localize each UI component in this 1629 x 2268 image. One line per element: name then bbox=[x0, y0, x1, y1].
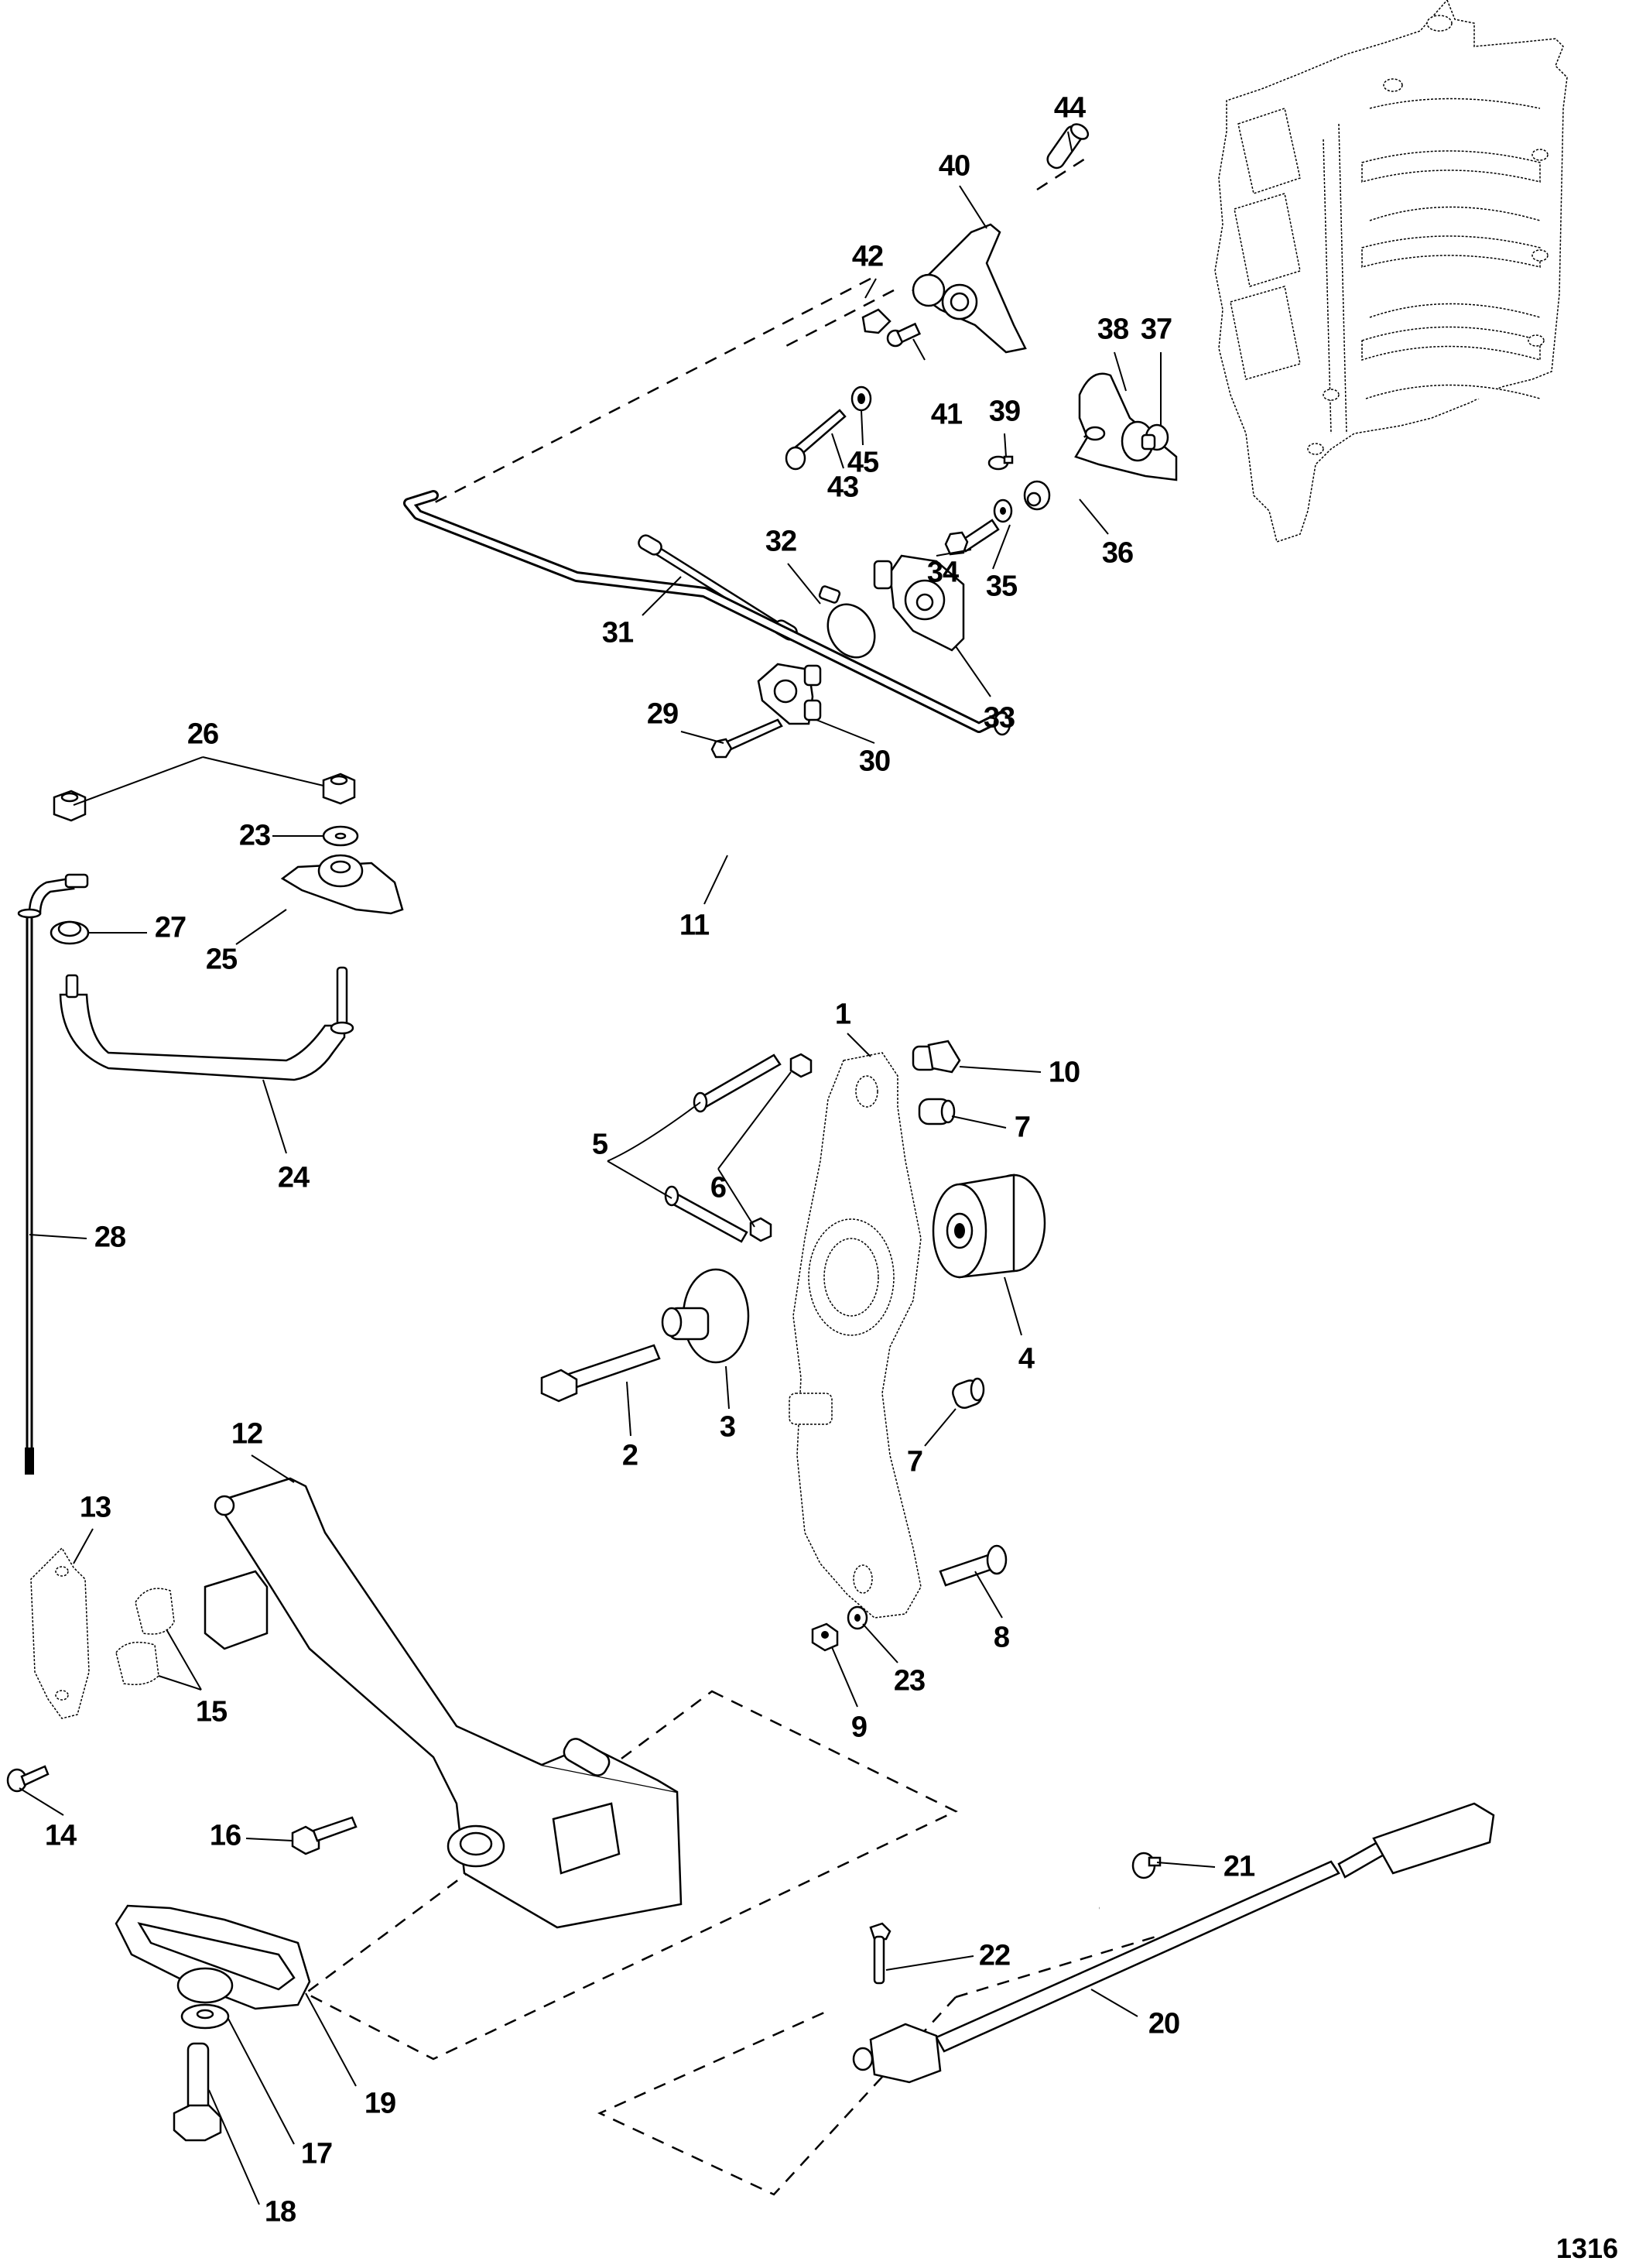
part-37-bushing bbox=[1141, 423, 1169, 451]
part-45-washer bbox=[850, 385, 872, 412]
assembly-dashed-lines bbox=[303, 153, 1162, 2196]
part-35-washer bbox=[993, 498, 1013, 523]
callout-37: 37 bbox=[1140, 313, 1172, 346]
part-1-throttle-cam bbox=[789, 1052, 922, 1619]
callout-17: 17 bbox=[300, 2137, 333, 2170]
part-30-sensor-mount bbox=[757, 663, 822, 725]
callout-3: 3 bbox=[719, 1410, 736, 1444]
callout-14: 14 bbox=[44, 1819, 77, 1852]
callout-19: 19 bbox=[364, 2087, 396, 2120]
part-26-nuts bbox=[53, 773, 356, 822]
part-10-ball-socket bbox=[912, 1040, 961, 1074]
part-32-link-rod-end bbox=[818, 585, 876, 659]
callout-8: 8 bbox=[993, 1621, 1010, 1654]
callout-38: 38 bbox=[1097, 313, 1129, 346]
callout-15: 15 bbox=[195, 1695, 228, 1728]
part-12-bracket bbox=[204, 1477, 683, 1929]
part-19-cover bbox=[115, 1904, 311, 2010]
callout-1: 1 bbox=[834, 998, 851, 1031]
callout-9: 9 bbox=[850, 1711, 868, 1744]
leader-lines bbox=[19, 131, 1216, 2205]
figure-number: 1316 bbox=[1555, 2232, 1618, 2264]
part-25-block bbox=[280, 854, 404, 915]
part-28-ground-strap bbox=[17, 873, 89, 1475]
part-13-gasket bbox=[30, 1547, 90, 1719]
part-18-bolt bbox=[173, 2042, 222, 2142]
part-41-ball-stud bbox=[886, 322, 922, 348]
part-6-nuts bbox=[749, 1053, 813, 1242]
part-29-screw bbox=[710, 718, 783, 759]
callout-21: 21 bbox=[1223, 1850, 1255, 1883]
callout-22: 22 bbox=[978, 1939, 1011, 1972]
callout-30: 30 bbox=[858, 745, 891, 778]
part-43-screw bbox=[785, 409, 847, 471]
engine-block bbox=[1214, 0, 1568, 543]
part-7-bushing-lower bbox=[952, 1377, 985, 1410]
callout-36: 36 bbox=[1101, 536, 1134, 570]
callout-35: 35 bbox=[985, 570, 1018, 603]
callout-45: 45 bbox=[847, 446, 879, 479]
callout-23-upper: 23 bbox=[238, 819, 271, 852]
part-38-bracket bbox=[1074, 372, 1178, 481]
part-22-screw bbox=[869, 1922, 892, 1985]
callout-33: 33 bbox=[983, 701, 1015, 735]
callout-43: 43 bbox=[826, 471, 859, 504]
part-27-grommet bbox=[50, 920, 90, 945]
part-2-bolt bbox=[540, 1344, 661, 1403]
callout-27: 27 bbox=[154, 911, 187, 944]
part-4-roller bbox=[932, 1173, 1046, 1279]
callout-34: 34 bbox=[926, 556, 959, 589]
part-23-washer bbox=[322, 825, 359, 847]
part-42-clip bbox=[861, 308, 892, 334]
callout-7-upper: 7 bbox=[1014, 1111, 1031, 1144]
callout-5: 5 bbox=[591, 1128, 608, 1161]
callout-28: 28 bbox=[94, 1221, 126, 1254]
callout-41: 41 bbox=[930, 398, 963, 431]
part-23-washer-lower bbox=[847, 1605, 868, 1630]
callout-13: 13 bbox=[79, 1491, 111, 1524]
callout-29: 29 bbox=[646, 697, 679, 731]
callout-16: 16 bbox=[209, 1819, 241, 1852]
callout-44: 44 bbox=[1053, 91, 1086, 125]
callout-31: 31 bbox=[601, 616, 634, 649]
part-15-bushings bbox=[115, 1588, 175, 1685]
part-9-nut bbox=[811, 1622, 839, 1652]
callout-6: 6 bbox=[710, 1171, 727, 1204]
part-7-bushing-upper bbox=[918, 1098, 956, 1125]
part-44-bushing bbox=[1046, 123, 1090, 170]
callout-32: 32 bbox=[765, 525, 797, 558]
part-24-arm bbox=[59, 966, 354, 1081]
callout-12: 12 bbox=[231, 1417, 263, 1451]
part-3-spacer bbox=[661, 1268, 750, 1364]
part-14-screw bbox=[6, 1765, 50, 1793]
callout-2: 2 bbox=[621, 1439, 638, 1472]
part-40-throttle-arm bbox=[912, 223, 1027, 354]
callout-10: 10 bbox=[1048, 1056, 1080, 1089]
callout-23-lower: 23 bbox=[893, 1664, 926, 1698]
callout-7-lower: 7 bbox=[906, 1445, 923, 1478]
part-33-throttle-position-sensor bbox=[873, 554, 965, 652]
part-8-shoulder-bolt bbox=[939, 1544, 1008, 1587]
part-36-spacer bbox=[1023, 480, 1051, 511]
callout-25: 25 bbox=[205, 943, 238, 976]
callout-40: 40 bbox=[938, 149, 970, 183]
callout-20: 20 bbox=[1148, 2007, 1180, 2040]
part-20-harness-sensor bbox=[852, 1802, 1495, 2084]
callout-24: 24 bbox=[277, 1161, 310, 1194]
callout-11: 11 bbox=[679, 909, 710, 942]
callout-42: 42 bbox=[851, 240, 884, 273]
callout-39: 39 bbox=[988, 395, 1021, 428]
callout-18: 18 bbox=[264, 2195, 296, 2229]
part-34-screw bbox=[944, 519, 1000, 556]
callout-26: 26 bbox=[187, 718, 219, 751]
part-21-clamp bbox=[1131, 1852, 1162, 1879]
part-39-clip bbox=[987, 455, 1014, 471]
part-17-washer bbox=[180, 2003, 230, 2030]
part-16-bolt bbox=[291, 1816, 358, 1855]
callout-4: 4 bbox=[1018, 1342, 1035, 1376]
part-11-throttle-rod bbox=[403, 490, 1011, 736]
part-5-screws bbox=[664, 1053, 782, 1243]
